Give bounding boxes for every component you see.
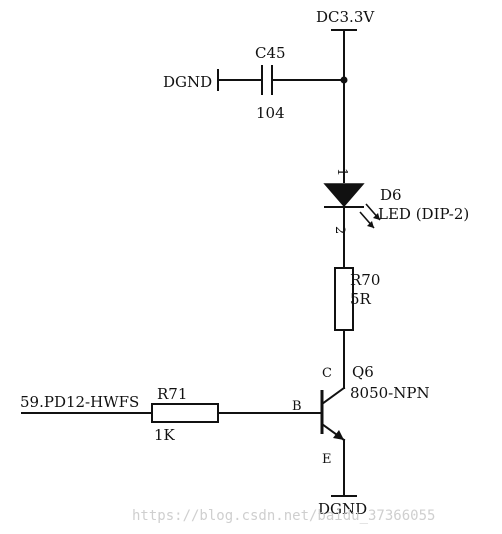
resistor-r70-ref: R70 [350,271,380,289]
signal-label: 59.PD12-HWFS [20,393,139,411]
transistor-ref: Q6 [352,363,374,381]
resistor-r70-value: 5R [350,290,372,308]
transistor-q6 [320,386,346,497]
transistor-pin-collector: C [322,366,332,381]
led-d6 [323,183,381,229]
ground-bottom-label: DGND [318,500,367,518]
capacitor-ref: C45 [255,44,286,62]
resistor-r71 [151,403,219,423]
power-label: DC3.3V [316,8,375,26]
led-value: LED (DIP-2) [378,205,469,223]
led-ref: D6 [380,186,402,204]
capacitor-c45 [217,65,345,95]
led-pin-anode: 1 [334,168,349,176]
watermark: https://blog.csdn.net/baidu_37366055 [132,508,435,524]
led-pin-cathode: 2 [332,226,347,234]
transistor-value: 8050-NPN [350,384,430,402]
resistor-r71-value: 1K [154,426,176,444]
transistor-pin-base: B [292,399,302,414]
resistor-r71-ref: R71 [157,385,187,403]
power-symbol [331,29,357,81]
ground-top-label: DGND [163,73,212,91]
capacitor-value: 104 [256,104,285,122]
transistor-pin-emitter: E [322,452,332,467]
